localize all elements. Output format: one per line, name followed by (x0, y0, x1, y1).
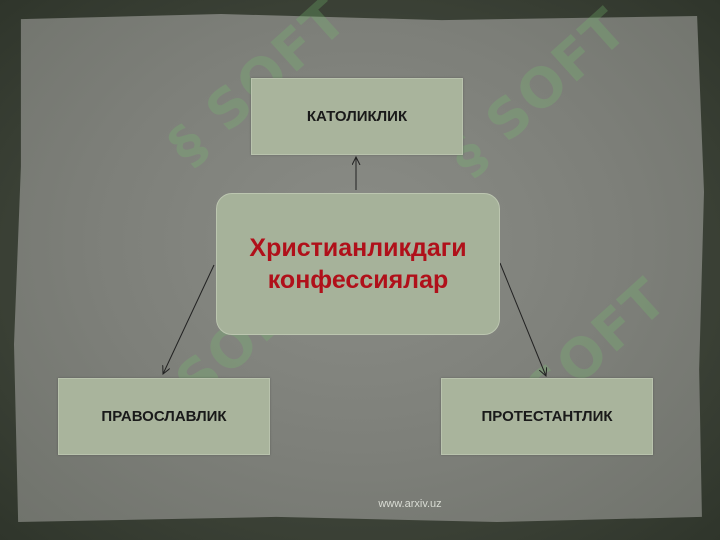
node-top: КАТОЛИКЛИК (251, 78, 463, 155)
node-right-label: ПРОТЕСТАНТЛИК (481, 408, 613, 425)
source-footer: www.arxiv.uz (378, 498, 442, 510)
center-node: Христианликдаги конфессиялар (216, 193, 500, 335)
node-left: ПРАВОСЛАВЛИК (58, 378, 270, 455)
center-title-line2: конфессиялар (267, 266, 449, 294)
arrow-to-right (499, 262, 546, 376)
node-left-label: ПРАВОСЛАВЛИК (101, 408, 227, 425)
arrow-to-left (163, 264, 215, 374)
node-right: ПРОТЕСТАНТЛИК (441, 378, 653, 455)
center-title-line1: Христианликдаги (249, 234, 467, 262)
node-top-label: КАТОЛИКЛИК (306, 108, 408, 125)
